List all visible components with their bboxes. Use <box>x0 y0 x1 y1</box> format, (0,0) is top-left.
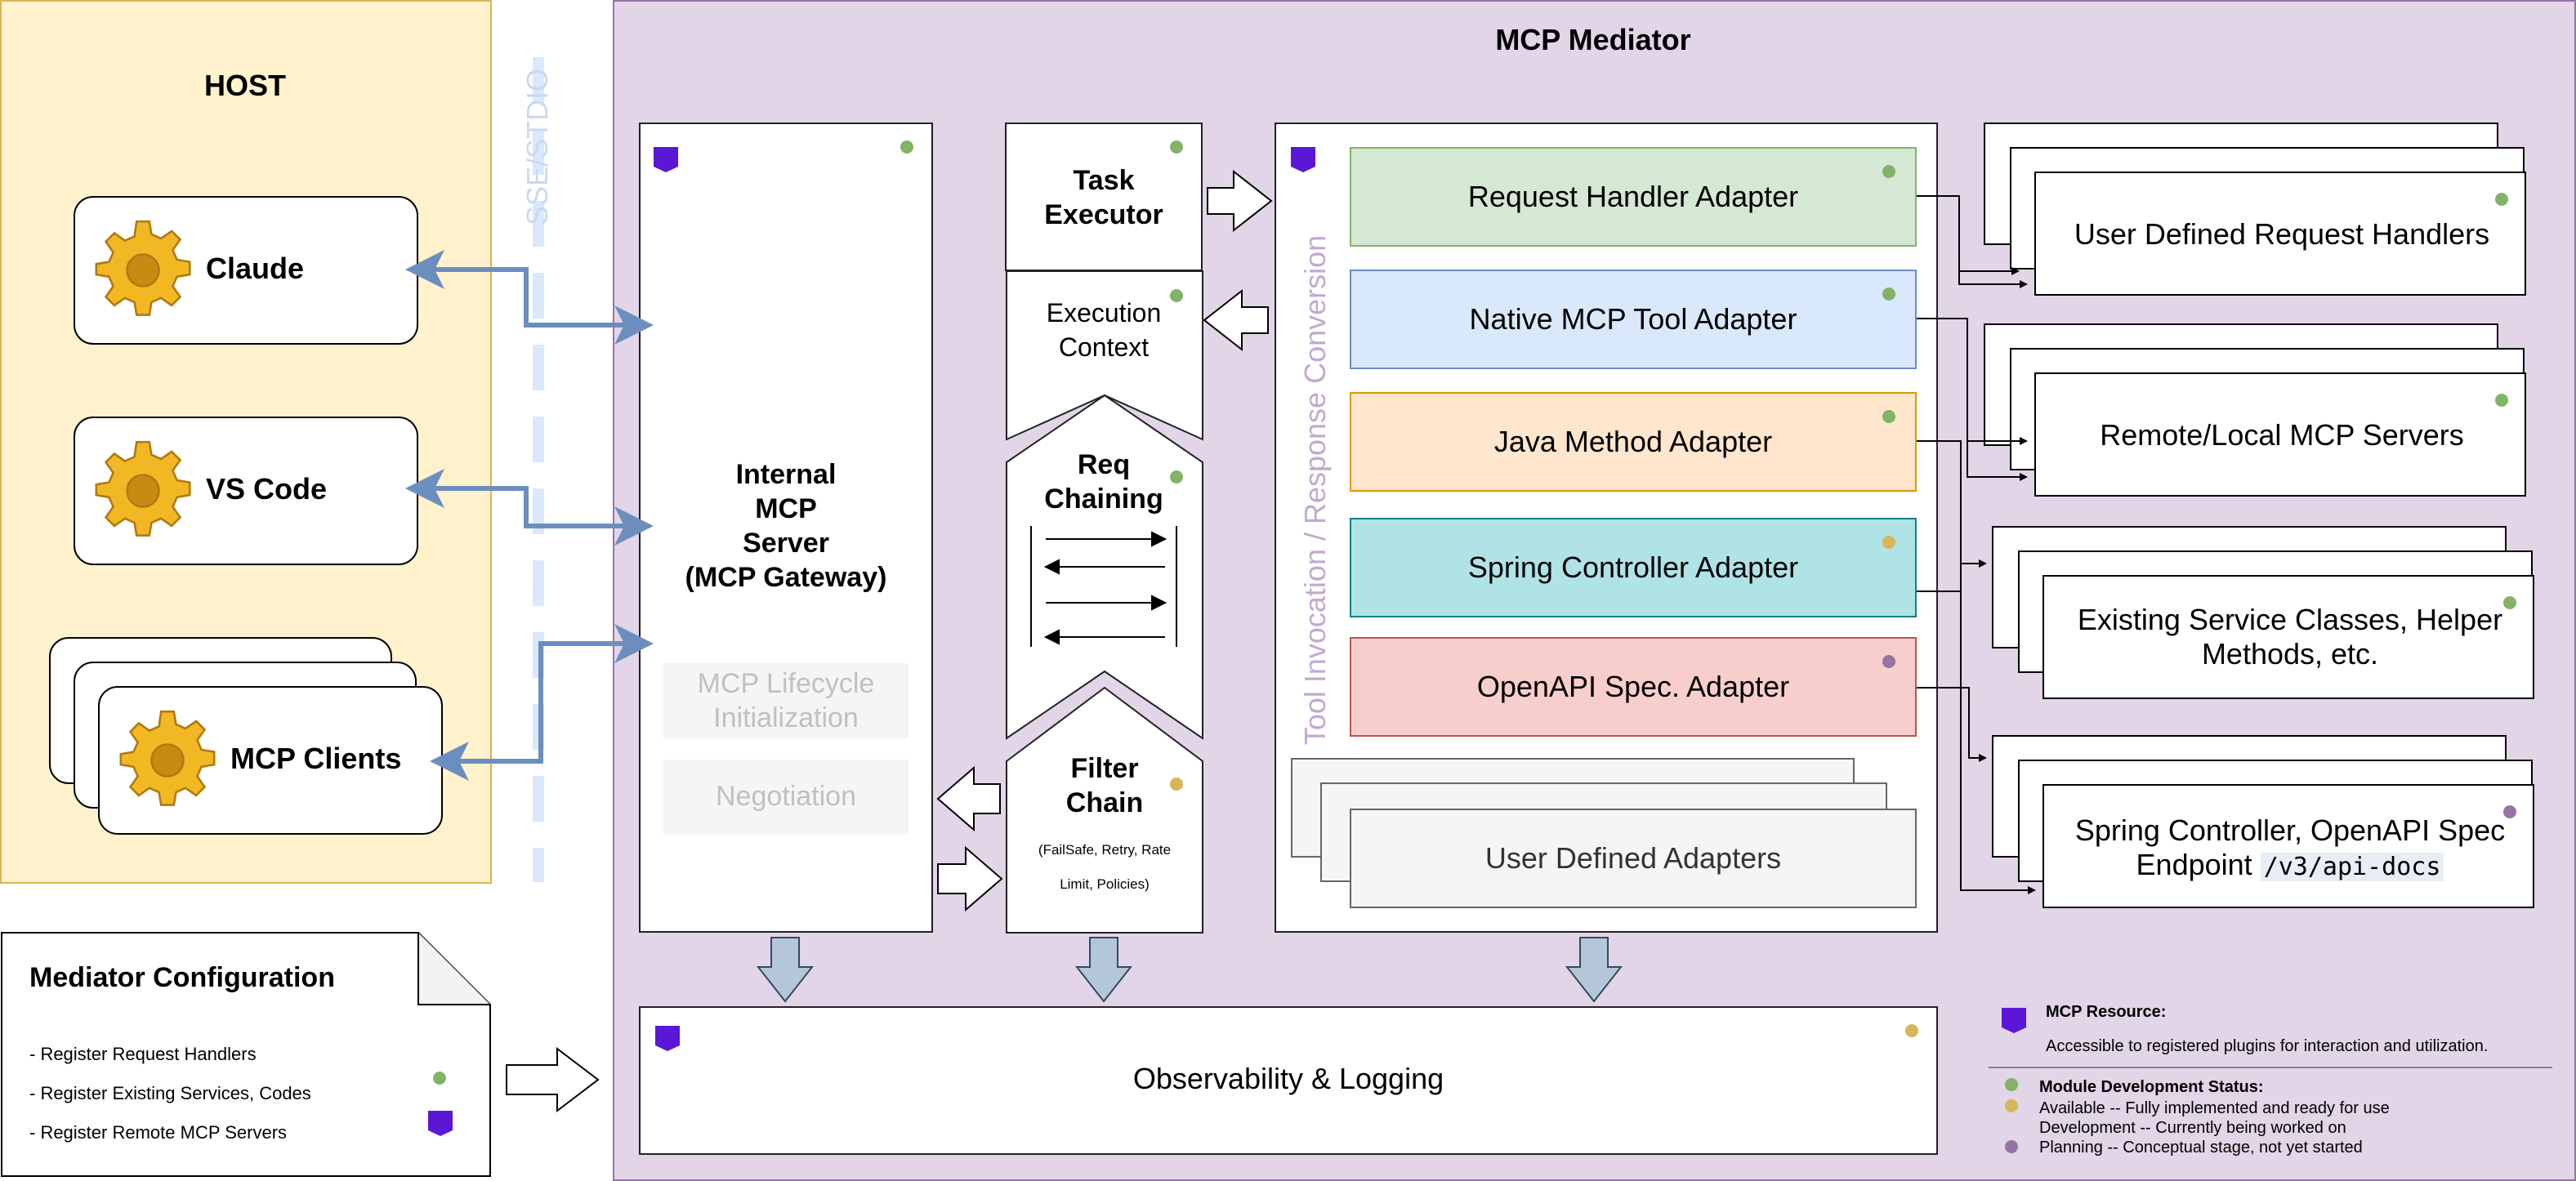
config-title: Mediator Configuration <box>29 962 335 993</box>
status-dot-development <box>1905 1024 1918 1037</box>
target-request-handlers-label: User Defined Request Handlers <box>2074 217 2490 251</box>
status-dot-available <box>2495 394 2508 407</box>
task-executor-label: Task Executor <box>1044 165 1163 230</box>
gateway-title-line: MCP <box>755 493 817 524</box>
observability-label: Observability & Logging <box>1132 1062 1444 1095</box>
status-dot-available <box>1170 289 1183 302</box>
target-service-classes[interactable]: Existing Service Classes, Helper Methods… <box>2042 575 2534 699</box>
mcp-resource-icon <box>655 1026 680 1051</box>
gateway-title: Internal MCP Server (MCP Gateway) <box>639 457 933 595</box>
client-claude-label: Claude <box>206 252 305 285</box>
legend-divider <box>1989 1067 2552 1068</box>
gear-icon <box>95 220 191 316</box>
gear-icon <box>119 710 216 806</box>
status-dot-development <box>2005 1099 2018 1112</box>
filter-chain-note: (FailSafe, Retry, Rate Limit, Policies) <box>1038 842 1172 892</box>
status-dot-development <box>1170 778 1183 791</box>
lifecycle-label: MCP Lifecycle Initialization <box>697 668 875 733</box>
status-dot-available <box>1882 165 1895 178</box>
req-chaining-label[interactable]: Req Chaining <box>1044 449 1163 515</box>
transport-label-text: SSE/STDIO <box>520 68 554 226</box>
client-vscode[interactable]: VS Code <box>74 417 418 565</box>
mcp-resource-icon <box>428 1111 453 1136</box>
config-item: - Register Existing Services, Codes <box>29 1083 311 1103</box>
legend-status-title: Module Development Status: <box>2039 1078 2264 1096</box>
adapter-java-method[interactable]: Java Method Adapter <box>1350 392 1917 492</box>
config-item: - Register Request Handlers <box>29 1044 257 1064</box>
mcp-resource-icon <box>1291 147 1315 172</box>
adapter-spring-controller[interactable]: Spring Controller Adapter <box>1350 518 1917 617</box>
mediator-title: MCP Mediator <box>1495 23 1691 56</box>
status-dot-available <box>2495 193 2508 206</box>
status-dot-available <box>1882 410 1895 423</box>
target-spring-openapi[interactable]: Spring Controller, OpenAPI Spec Endpoint… <box>2042 784 2534 908</box>
task-executor[interactable] <box>1005 123 1203 271</box>
negotiation-label: Negotiation <box>715 781 856 812</box>
note-shape <box>1 932 491 1177</box>
legend-development: Development -- Currently being worked on <box>2039 1119 2346 1137</box>
adapter-request-handler[interactable]: Request Handler Adapter <box>1350 147 1917 247</box>
api-docs-code: /v3/api-docs <box>2260 853 2444 881</box>
client-mcp-clients-label: MCP Clients <box>230 742 402 775</box>
target-request-handlers[interactable]: User Defined Request Handlers <box>2034 172 2526 296</box>
legend-resource-title: MCP Resource: <box>2046 1003 2167 1021</box>
target-spring-openapi-label: Spring Controller, OpenAPI Spec Endpoint… <box>2057 813 2523 885</box>
status-dot-available <box>1170 470 1183 484</box>
legend-available: Available -- Fully implemented and ready… <box>2039 1099 2390 1117</box>
config-item: - Register Remote MCP Servers <box>29 1122 288 1143</box>
status-dot-available <box>433 1072 446 1085</box>
status-dot-available <box>1882 287 1895 301</box>
gateway-title-line: Internal <box>735 459 837 490</box>
target-mcp-servers[interactable]: Remote/Local MCP Servers <box>2034 372 2526 497</box>
adapter-native-mcp-tool[interactable]: Native MCP Tool Adapter <box>1350 270 1917 369</box>
gateway-title-line: (MCP Gateway) <box>685 562 887 593</box>
client-mcp-clients[interactable]: MCP Clients <box>98 686 443 835</box>
mcp-resource-icon <box>2002 1008 2026 1033</box>
adapter-openapi-spec[interactable]: OpenAPI Spec. Adapter <box>1350 637 1917 737</box>
gateway-title-line: Server <box>743 528 829 559</box>
legend-resource-desc: Accessible to registered plugins for int… <box>2046 1037 2489 1055</box>
status-dot-planning <box>2005 1140 2018 1153</box>
mediator-config-note: Mediator Configuration - Register Reques… <box>0 931 492 1178</box>
status-dot-planning <box>1882 655 1895 668</box>
adapter-user-defined[interactable]: User Defined Adapters <box>1350 809 1917 908</box>
target-mcp-servers-label: Remote/Local MCP Servers <box>2100 418 2464 452</box>
legend-planning: Planning -- Conceptual stage, not yet st… <box>2039 1139 2363 1156</box>
mcp-resource-icon <box>654 147 678 172</box>
target-service-classes-label: Existing Service Classes, Helper Methods… <box>2077 603 2503 671</box>
adapters-vertical-label: Tool Invocation / Response Conversion <box>1298 234 1332 746</box>
negotiation-box <box>663 760 909 835</box>
client-vscode-label: VS Code <box>206 472 328 506</box>
lifecycle-box <box>663 663 909 738</box>
status-dot-available <box>900 140 913 154</box>
status-dot-available <box>1170 140 1183 154</box>
observability-logging[interactable] <box>639 1006 1938 1155</box>
status-dot-available <box>2005 1078 2018 1091</box>
client-claude[interactable]: Claude <box>74 196 418 345</box>
status-dot-planning <box>2503 805 2516 818</box>
filter-chain-label[interactable]: Filter Chain <box>1065 753 1144 818</box>
status-dot-available <box>2503 596 2516 609</box>
gear-icon <box>95 440 191 537</box>
host-title: HOST <box>203 69 286 102</box>
execution-context-label: Execution Context <box>1046 298 1162 362</box>
adapters-vertical-label-wrap: Tool Invocation / Response Conversion <box>1284 229 1346 751</box>
transport-label: SSE/STDIO <box>497 65 578 225</box>
status-dot-development <box>1882 536 1895 549</box>
target-spring-openapi-text: Spring Controller, OpenAPI Spec Endpoint <box>2074 813 2506 881</box>
